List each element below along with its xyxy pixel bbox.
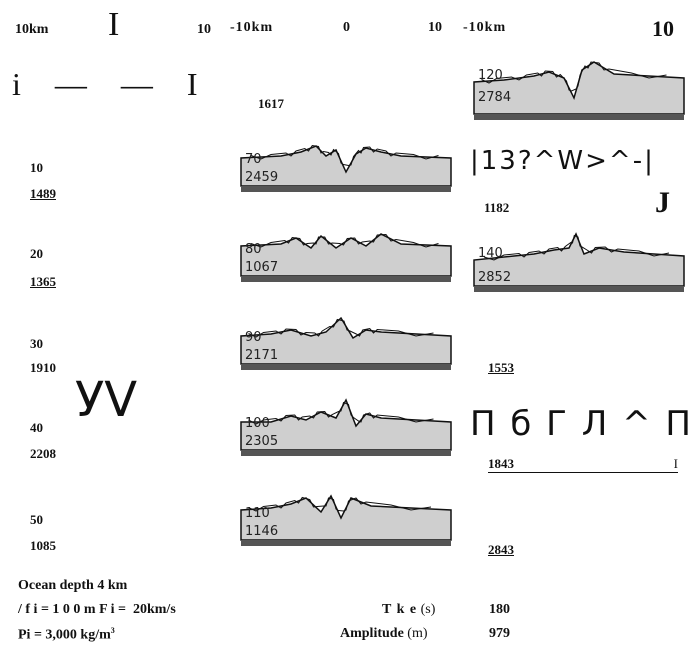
wave-surface-line: [483, 234, 670, 261]
left-label: 10: [30, 160, 43, 175]
right-value-4: 2843: [488, 542, 514, 557]
left-label: 50: [30, 512, 43, 527]
seabed-band: [241, 186, 451, 192]
wave-surface-line: [250, 144, 439, 167]
center-top-value: 1617: [258, 96, 284, 111]
wave-panel: 90 2171: [240, 312, 452, 374]
wave-profile-graphic: [240, 316, 452, 370]
amplitude-value: 979: [489, 626, 510, 641]
footer-params: / f i = 1 0 0 m F i = 20km/s: [18, 602, 176, 617]
right-value-1: 1182: [484, 200, 510, 215]
wave-profile-graphic: [240, 398, 452, 456]
panel-value: 2171: [245, 348, 279, 363]
axis-a-left: 10km: [15, 22, 49, 37]
water-column-shape: [240, 233, 452, 277]
density-text: Pi = 3,000 kg/m: [18, 627, 111, 643]
panel-value: 2852: [478, 270, 512, 285]
axis-a-right: 10: [197, 22, 211, 37]
water-column-shape: [240, 494, 452, 541]
wave-panel: 100 2305: [240, 398, 452, 460]
seabed-band: [241, 276, 451, 282]
wave-surface-line: [248, 496, 432, 512]
wave-panel: 120 2784: [473, 61, 685, 124]
left-value: 1365: [30, 274, 56, 289]
amplitude-unit: (m): [407, 626, 428, 641]
seabed-band: [241, 540, 451, 546]
right-value-3: 1843: [488, 456, 514, 471]
axis-b-right: 10: [428, 20, 442, 35]
panel-time: 110: [245, 506, 270, 521]
left-label: 30: [30, 336, 43, 351]
tke-unit: (s): [420, 602, 436, 617]
axis-b-mid: 0: [343, 20, 350, 35]
right-glyphs-1: |13?^W>^-|: [470, 146, 655, 176]
panel-value: 2784: [478, 90, 512, 105]
axis-c-right: 10: [652, 16, 674, 41]
left-label: 20: [30, 246, 43, 261]
panel-time: 120: [478, 68, 503, 83]
big-yv-glyphs: УV: [75, 372, 138, 428]
panel-time: 70: [245, 152, 262, 167]
tke-label-row: T k e (s): [382, 602, 435, 618]
water-column-shape: [240, 145, 452, 187]
panel-time: 140: [478, 246, 503, 261]
seabed-band: [241, 364, 451, 370]
amplitude-label: Amplitude: [340, 626, 404, 641]
wave-profile-graphic: [240, 233, 452, 282]
axis-b-left: -10km: [230, 20, 274, 35]
wave-surface-line: [481, 61, 667, 92]
right-glyphs-2: П б Г Л ^ П: [470, 404, 688, 444]
panel-value: 2459: [245, 170, 279, 185]
left-value: 1085: [30, 538, 56, 553]
axis-c-left: -10km: [463, 20, 507, 35]
seabed-band: [474, 286, 684, 292]
wave-panel: 70 2459: [240, 134, 452, 196]
right-value-3-rule: 1843 I: [488, 456, 678, 473]
wave-surface-line: [248, 401, 434, 425]
footer-ocean-depth: Ocean depth 4 km: [18, 578, 128, 593]
panel-time: 90: [245, 330, 262, 345]
water-column-shape: [473, 61, 685, 115]
water-column-shape: [240, 316, 452, 365]
tke-value: 180: [489, 602, 510, 617]
wave-profile-graphic: [473, 61, 685, 120]
wave-profile-graphic: [473, 232, 685, 292]
panel-value: 2305: [245, 434, 279, 449]
amplitude-label-row: Amplitude (m): [340, 626, 428, 642]
panel-value: 1067: [245, 260, 279, 275]
panel-time: 100: [245, 416, 270, 431]
right-value-3-mark: I: [673, 456, 678, 471]
panel-value: 1146: [245, 524, 279, 539]
glyph-row: i — — I: [12, 66, 204, 102]
seabed-band: [474, 114, 684, 120]
wave-profile-graphic: [240, 144, 452, 192]
right-j-glyph: J: [655, 186, 670, 219]
right-value-2: 1553: [488, 360, 514, 375]
wave-profile-graphic: [240, 494, 452, 546]
water-column-shape: [240, 398, 452, 451]
seabed-band: [241, 450, 451, 456]
footer-density: Pi = 3,000 kg/m3: [18, 626, 115, 644]
water-column-shape: [473, 232, 685, 287]
left-label: 40: [30, 420, 43, 435]
panel-time: 80: [245, 242, 262, 257]
left-value: 1489: [30, 186, 56, 201]
wave-panel: 80 1067: [240, 224, 452, 286]
density-sup: 3: [110, 626, 115, 635]
left-value: 1910: [30, 360, 56, 375]
wave-panel: 110 1146: [240, 488, 452, 550]
axis-a-roman: I: [108, 6, 120, 43]
left-value: 2208: [30, 446, 56, 461]
wave-panel: 140 2852: [473, 232, 685, 296]
wave-surface-line: [250, 233, 439, 248]
tke-label: T k e: [382, 602, 418, 617]
wave-surface-line: [248, 318, 434, 338]
